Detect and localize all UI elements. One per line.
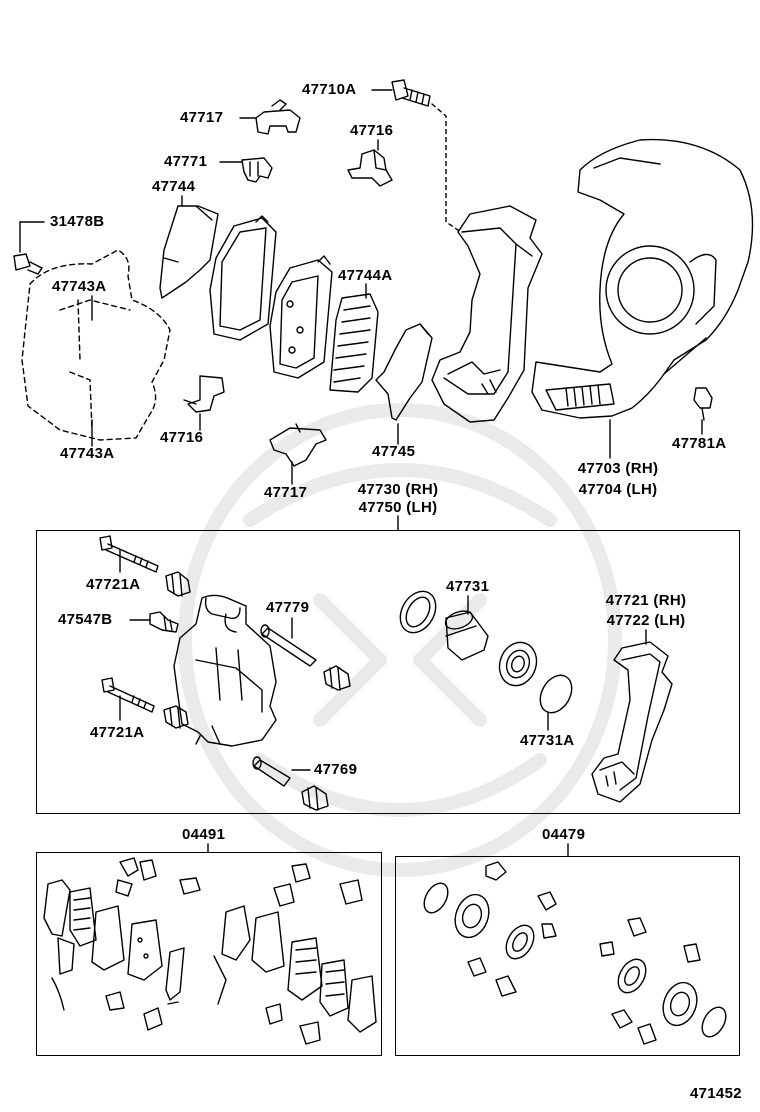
label-47704: 47704 (LH) [578,481,658,498]
label-47731a: 47731A [520,732,575,749]
seal-ring [399,590,437,634]
label-47721: 47721 (RH) [605,592,687,609]
clip-47716-low [183,375,225,413]
piston-boot [498,641,538,687]
label-47721a-top: 47721A [86,576,141,593]
bolt-47781a [693,387,713,421]
caliper-body [173,594,277,747]
boot-b [163,705,189,729]
label-47781a: 47781A [672,435,727,452]
oring-47731a [539,674,573,714]
boot-a [165,571,191,597]
label-47771: 47771 [164,153,208,170]
label-47716-low: 47716 [160,429,204,446]
bolt-47721a-low [101,677,155,713]
bolt-47710a [391,79,431,107]
label-47750: 47750 (LH) [358,499,438,516]
label-47744: 47744 [152,178,196,195]
label-31478b: 31478B [50,213,105,230]
clip-47717-top [255,99,301,135]
clip-47717-low [269,423,327,467]
kit-04479-parts [423,861,727,1045]
shim-47745 [375,323,433,421]
pad-left [209,215,277,341]
figure-number: 471452 [690,1085,742,1102]
label-04491: 04491 [182,826,226,843]
label-47730: 47730 (RH) [357,481,439,498]
caliper-outline-47743a [21,249,171,441]
bleeder-47547b [149,611,179,633]
watermark [178,403,622,877]
label-47769: 47769 [314,761,358,778]
label-47710a: 47710A [302,81,357,98]
pin-47779 [260,624,317,667]
shim-47744 [159,205,219,299]
kit-04491-parts [43,857,377,1045]
caliper-assembly-box [36,530,740,814]
clip-47716-top [347,149,393,187]
label-47721a-low: 47721A [90,724,145,741]
pin-47769 [252,756,291,787]
label-47743a-bot: 47743A [60,445,115,462]
label-47703: 47703 (RH) [577,460,659,477]
label-47779: 47779 [266,599,310,616]
label-47731: 47731 [446,578,490,595]
caliper-support [431,205,543,423]
shim-47744a [329,293,379,393]
dust-shield [531,138,754,419]
bolt-47721a-top [99,535,159,573]
label-47716-top: 47716 [350,122,394,139]
label-04479: 04479 [542,826,586,843]
pad-middle [269,255,333,379]
boot-c [323,665,351,691]
label-47717-low: 47717 [264,484,308,501]
cylinder-kit-box [395,856,740,1056]
boot-d [301,785,329,811]
label-47722: 47722 (LH) [606,612,686,629]
support-47721 [591,641,673,803]
dash-bolt-to-support [431,103,459,231]
label-47547b: 47547B [58,611,113,628]
piston-47731 [444,610,489,661]
pad-kit-box [36,852,382,1056]
label-47743a-top: 47743A [52,278,107,295]
label-47745: 47745 [372,443,416,460]
label-47717-top: 47717 [180,109,224,126]
bulb-31478b [13,253,43,275]
clip-47771 [241,157,273,183]
label-47744a: 47744A [338,267,393,284]
